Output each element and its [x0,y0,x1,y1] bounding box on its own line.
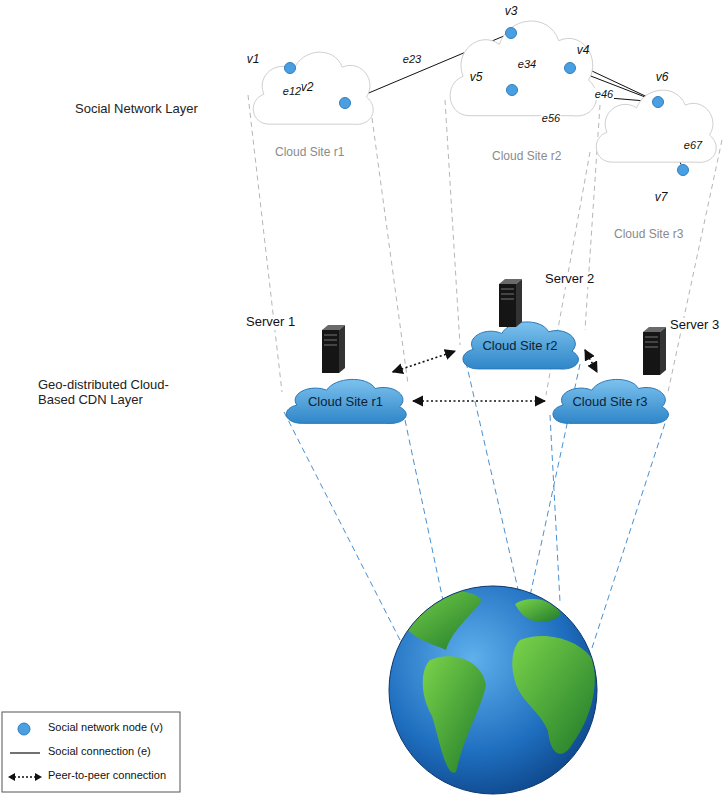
node-label: v6 [656,71,669,85]
cloud-site-label: Cloud Site r3 [614,228,683,242]
network-node: v2 [339,97,351,109]
server-icon [641,326,667,376]
server-icon [497,278,523,328]
cloud-site-label: Cloud Site r1 [275,146,344,160]
peer-connection [393,351,455,372]
legend-text: Social network node (v) [48,721,163,734]
node-label: v4 [577,44,590,58]
cloud-site: Server 1Cloud Site r1 [278,372,413,430]
legend-text: Peer-to-peer connection [48,769,166,782]
network-node: v1 [284,62,296,74]
node-label: v7 [655,191,668,205]
cloud-site-body: Cloud Site r3 [545,372,675,430]
network-node: v6 [652,96,664,108]
edge-label: e34 [517,58,537,71]
edge-label: e56 [541,112,561,125]
peer-connection [413,400,545,402]
server-icon [320,324,346,374]
cloud-site-label: Cloud Site r2 [482,338,557,353]
legend-frame [2,712,180,792]
cloud-site-label: Cloud Site r2 [492,150,561,164]
cloud-site-label: Cloud Site r3 [572,394,647,409]
network-node: v7 [677,164,689,176]
layer-label: Social Network Layer [75,102,198,117]
node-label: v3 [505,5,518,19]
legend-text: Social connection (e) [48,745,151,758]
network-node: v3 [505,27,517,39]
server-label: Server 1 [244,315,297,330]
edge-label: e67 [683,139,703,152]
node-label: v2 [301,81,314,95]
network-node: v5 [506,84,518,96]
edge-label: e12 [282,85,302,98]
globe [389,586,597,794]
cloud-site: Server 3Cloud Site r3 [545,372,675,430]
edge-label: e46 [594,88,614,101]
node-label: v1 [247,53,260,67]
cloud-site-body: Cloud Site r2 [455,314,585,376]
cloud-site: Server 2Cloud Site r2 [455,314,585,376]
server-label: Server 2 [543,272,596,287]
network-node: v4 [564,62,576,74]
node-label: v5 [470,71,483,85]
cloud-site-body: Cloud Site r1 [278,372,413,430]
peer-connection [585,350,597,372]
server-label: Server 3 [668,318,721,333]
edge-label: e23 [402,53,422,66]
cloud-site-region: Cloud Site r1v1v2 [245,40,380,135]
cloud-site-label: Cloud Site r1 [308,394,383,409]
layer-label: Geo-distributed Cloud- Based CDN Layer [38,378,180,408]
